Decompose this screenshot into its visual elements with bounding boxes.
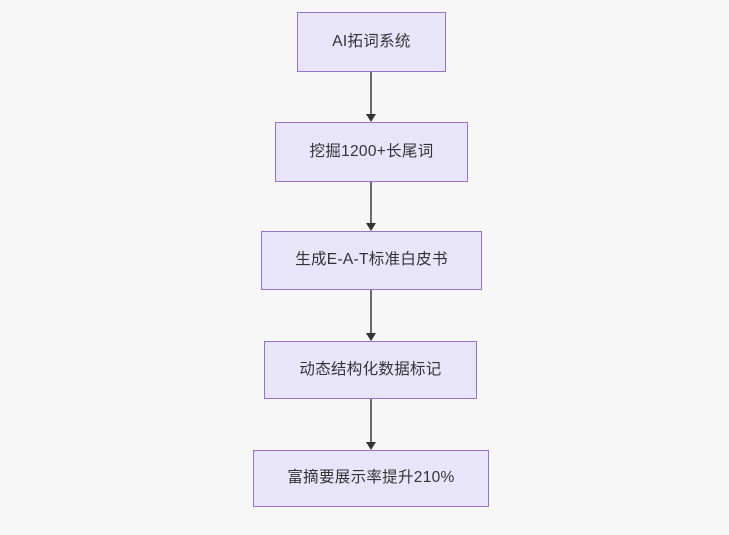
node-label: 动态结构化数据标记	[299, 360, 442, 378]
arrow-head-icon	[366, 114, 376, 122]
flowchart-node-rich-snippet-impression-uplift[interactable]: 富摘要展示率提升210%	[253, 450, 489, 507]
node-label: 富摘要展示率提升210%	[287, 469, 455, 487]
node-label: 挖掘1200+长尾词	[309, 142, 434, 160]
flowchart-node-dynamic-structured-data-markup[interactable]: 动态结构化数据标记	[264, 341, 477, 399]
flowchart-node-ai-keyword-system[interactable]: AI拓词系统	[297, 12, 446, 72]
arrow-head-icon	[366, 442, 376, 450]
arrow-head-icon	[366, 333, 376, 341]
flowchart-node-mine-longtail-keywords[interactable]: 挖掘1200+长尾词	[275, 122, 468, 182]
node-label: 生成E-A-T标准白皮书	[295, 251, 448, 269]
arrow-head-icon	[366, 223, 376, 231]
flowchart-node-generate-eat-whitepaper[interactable]: 生成E-A-T标准白皮书	[261, 231, 482, 290]
edge-line	[370, 399, 372, 443]
node-label: AI拓词系统	[332, 32, 411, 50]
edge-line	[370, 72, 372, 115]
edge-line	[370, 182, 372, 224]
edge-line	[370, 290, 372, 334]
